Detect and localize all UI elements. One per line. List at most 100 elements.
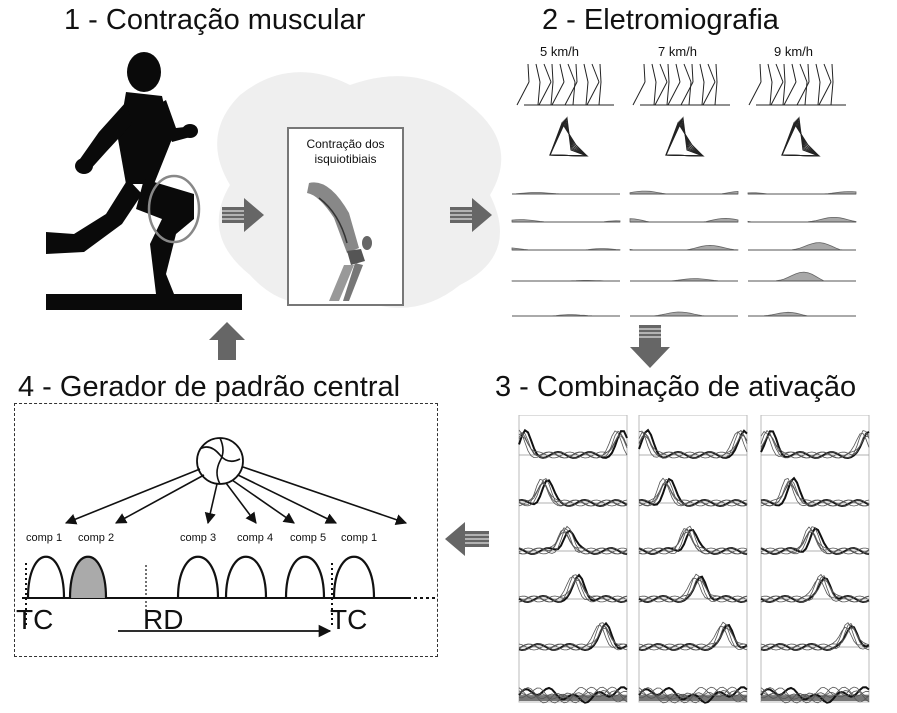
emg-trace [748, 271, 856, 282]
gait-stroke [759, 63, 762, 83]
gait-stroke [535, 63, 541, 83]
synergy-trace [518, 429, 628, 459]
synergy-trace [518, 628, 628, 651]
synergy-trace [518, 624, 628, 651]
synergy-trace [518, 478, 628, 507]
gait-stroke [782, 81, 786, 106]
component-label-5: comp 5 [290, 532, 327, 544]
component-label-1: comp 1 [26, 532, 63, 544]
synergy-trace [518, 531, 628, 555]
gait-stroke [537, 81, 541, 106]
synergy-column [638, 415, 748, 703]
speed-label-7: 7 km/h [658, 44, 698, 59]
gait-stroke [680, 81, 694, 106]
gait-stroke [796, 81, 810, 106]
gait-stroke [632, 81, 646, 106]
synergy-trace [518, 482, 628, 507]
synergy-trace [760, 476, 870, 508]
synergy-trace [638, 528, 748, 555]
gait-stroke [598, 81, 602, 106]
synergy-trace [518, 625, 628, 651]
gait-stroke [702, 81, 716, 106]
synergy-trace [760, 526, 870, 555]
down-arrow [630, 325, 670, 368]
component-label-2: comp 2 [78, 532, 115, 544]
gait-stroke [791, 63, 797, 83]
synergy-trace [638, 430, 748, 459]
synergy-trace [638, 429, 748, 459]
synergy-trace [638, 627, 748, 651]
oscillator-arrows [64, 466, 408, 526]
gait-stroke [550, 81, 554, 106]
synergy-trace [760, 483, 870, 507]
gait-stroke [516, 81, 530, 106]
synergy-trace [518, 575, 628, 603]
left-arrow [445, 522, 489, 556]
synergy-column [518, 415, 628, 703]
synergy-trace [518, 529, 628, 555]
synergy-footer-bar [761, 695, 869, 701]
component-label-4: comp 4 [237, 532, 274, 544]
synergy-trace [760, 626, 870, 651]
synergy-trace [518, 579, 628, 603]
synergy-trace [638, 626, 748, 651]
synergy-trace [638, 528, 748, 555]
synergy-trace [760, 578, 870, 603]
gait-stroke [783, 63, 786, 83]
synergy-trace [760, 575, 870, 603]
emg-trace [748, 242, 856, 251]
component-label-3: comp 3 [180, 532, 217, 544]
synergy-trace [760, 434, 870, 459]
emg-trace [747, 217, 857, 223]
right-arrow [222, 198, 264, 232]
synergy-trace [760, 622, 870, 651]
gait-group [516, 63, 614, 157]
synergy-trace [760, 430, 870, 459]
synergy-trace [760, 429, 870, 459]
gait-group [632, 63, 730, 157]
gait-group [748, 63, 846, 157]
panel-1-title: 1 - Contração muscular [64, 4, 366, 36]
gait-stroke [653, 81, 657, 106]
synergy-trace [760, 686, 870, 704]
stick-figure-gait [516, 63, 846, 157]
activation-synergies [518, 415, 870, 704]
gait-stroke [831, 63, 834, 83]
synergy-trace [760, 622, 870, 651]
up-arrow [209, 322, 245, 360]
gait-stroke [666, 81, 670, 106]
synergy-trace [518, 622, 628, 651]
panel-4-title: 4 - Gerador de padrão central [18, 371, 401, 403]
synergy-trace [760, 432, 870, 459]
component-label-6: comp 1 [341, 532, 378, 544]
gait-stroke [564, 81, 578, 106]
synergy-trace [638, 579, 748, 603]
gait-stroke [775, 63, 784, 83]
gait-stroke [551, 81, 565, 106]
gait-stroke [817, 81, 821, 106]
synergy-trace [518, 430, 628, 459]
panel-3-title: 3 - Combinação de ativação [495, 371, 857, 403]
cpg-diagram [22, 437, 436, 638]
gait-stroke [643, 63, 646, 83]
gait-stroke [830, 81, 834, 106]
synergy-trace [638, 434, 748, 459]
gait-stroke [701, 81, 705, 106]
gait-stroke [823, 63, 832, 83]
gait-stroke [527, 63, 530, 83]
gait-stroke [551, 63, 554, 83]
gait-stroke [538, 81, 552, 106]
synergy-trace [518, 574, 628, 603]
gait-stroke [699, 63, 705, 83]
foot-trajectory [549, 121, 589, 157]
gait-stroke [575, 63, 578, 83]
emg-trace [630, 311, 738, 317]
gait-stroke [799, 63, 808, 83]
gait-stroke [675, 63, 681, 83]
synergy-trace [760, 481, 870, 507]
gait-stroke [714, 81, 718, 106]
panel-2-title: 2 - Eletromiografia [542, 4, 779, 36]
gait-stroke [807, 63, 810, 83]
activation-humps [26, 555, 376, 599]
gait-stroke [707, 63, 716, 83]
